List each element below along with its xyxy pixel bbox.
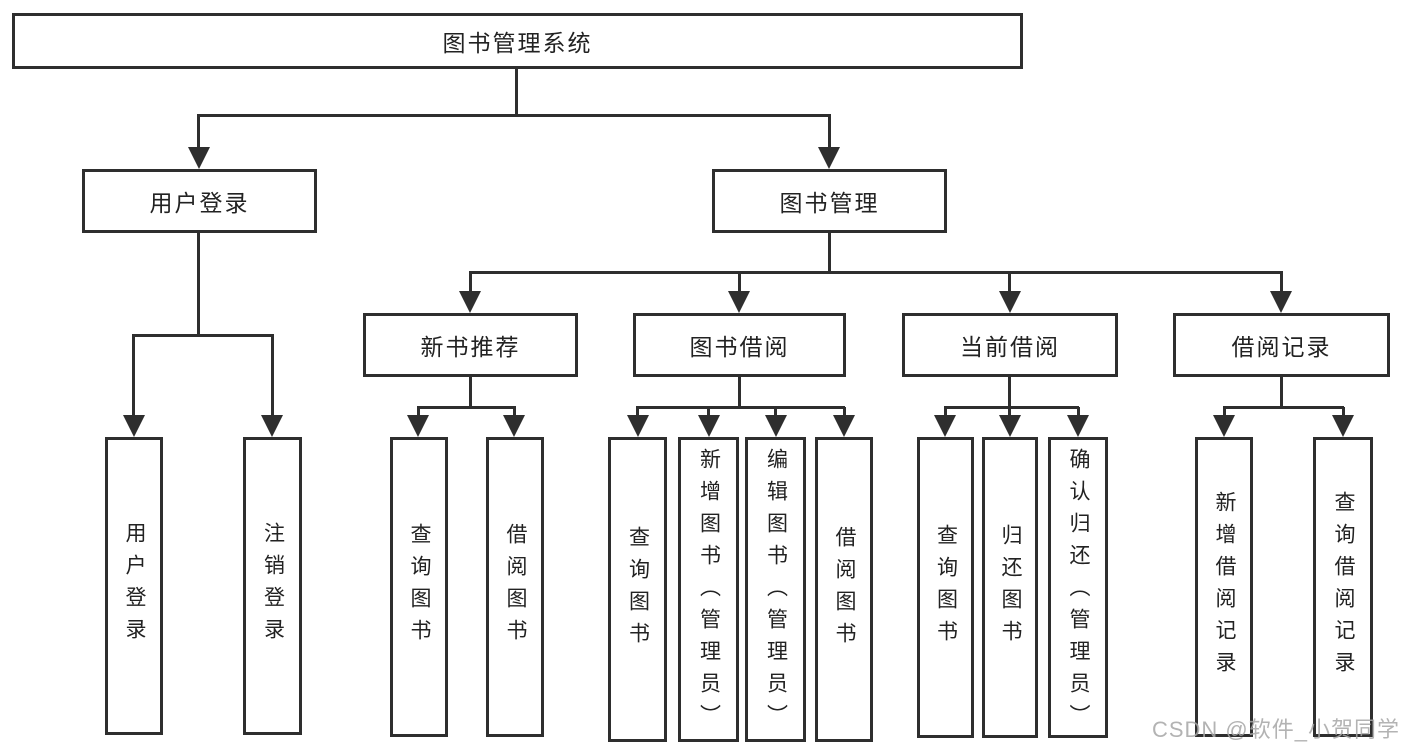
arrow-down-icon — [627, 415, 649, 437]
connector-group-branch — [636, 406, 845, 409]
arrow-down-icon — [123, 415, 145, 437]
connector-arrow-stem — [1008, 272, 1011, 293]
connector-arrow-stem — [1280, 272, 1283, 293]
arrow-down-icon — [261, 415, 283, 437]
connector-group-stem — [738, 377, 741, 407]
arrow-down-icon — [1213, 415, 1235, 437]
node-label: 确认归还（管理员） — [1067, 448, 1090, 736]
node-label: 查询图书 — [626, 525, 650, 654]
connector-arrow-stem — [843, 407, 846, 418]
arrow-down-icon — [459, 291, 481, 313]
arrow-down-icon — [1067, 415, 1089, 437]
node-label: 查询图书 — [934, 523, 958, 652]
node-user-login: 用户登录 — [82, 169, 317, 233]
connector-group-branch — [417, 406, 516, 409]
node-label: 新增图书（管理员） — [697, 448, 721, 736]
connector-arrow-stem — [738, 272, 741, 293]
connector-level2-branch — [197, 114, 831, 117]
node-leaf-return-books: 归还图书 — [982, 437, 1038, 738]
connector-arrow-stem — [774, 407, 777, 418]
arrow-down-icon — [833, 415, 855, 437]
node-label: 图书管理 — [779, 190, 880, 216]
arrow-down-icon — [999, 291, 1021, 313]
node-leaf-add-borrow-record: 新增借阅记录 — [1195, 437, 1253, 737]
node-leaf-borrow-books: 借阅图书 — [815, 437, 873, 742]
node-label: 图书借阅 — [689, 334, 790, 360]
connector-arrow-stem — [132, 335, 135, 417]
node-label: 归还图书 — [999, 523, 1022, 652]
connector-arrow-stem — [828, 115, 831, 149]
connector-arrow-stem — [469, 272, 472, 293]
node-book-management: 图书管理 — [712, 169, 947, 233]
node-book-borrowing: 图书借阅 — [633, 313, 846, 377]
node-label: 注销登录 — [261, 522, 285, 650]
connector-arrow-stem — [1008, 407, 1011, 418]
node-label: 查询借阅记录 — [1332, 491, 1355, 683]
connector-arrow-stem — [707, 407, 710, 418]
arrow-down-icon — [1332, 415, 1354, 437]
node-label: 借阅记录 — [1231, 334, 1332, 360]
arrow-down-icon — [407, 415, 429, 437]
arrow-down-icon — [818, 147, 840, 169]
node-label: 借阅图书 — [833, 525, 856, 654]
connector-arrow-stem — [197, 115, 200, 149]
connector-arrow-stem — [636, 407, 639, 418]
connector-arrow-stem — [1342, 407, 1345, 418]
node-leaf-logout: 注销登录 — [243, 437, 302, 735]
arrow-down-icon — [765, 415, 787, 437]
connector-root-stem — [515, 69, 518, 117]
node-leaf-user-login: 用户登录 — [105, 437, 163, 735]
connector-user-login-stem — [197, 233, 200, 336]
connector-level3-branch — [469, 271, 1283, 274]
arrow-down-icon — [1270, 291, 1292, 313]
arrow-down-icon — [728, 291, 750, 313]
node-leaf-query-books-current: 查询图书 — [917, 437, 974, 738]
node-label: 编辑图书（管理员） — [764, 448, 788, 736]
arrow-down-icon — [503, 415, 525, 437]
arrow-down-icon — [934, 415, 956, 437]
connector-user-login-branch — [132, 334, 274, 337]
node-label: 借阅图书 — [504, 523, 527, 651]
node-borrowing-records: 借阅记录 — [1173, 313, 1390, 377]
node-leaf-borrow-books-recommend: 借阅图书 — [486, 437, 544, 737]
connector-arrow-stem — [1223, 407, 1226, 418]
node-leaf-confirm-return-admin: 确认归还（管理员） — [1048, 437, 1108, 738]
connector-group-branch — [944, 406, 1079, 409]
node-label: 查询图书 — [408, 523, 431, 651]
node-new-book-recommendation: 新书推荐 — [363, 313, 578, 377]
connector-arrow-stem — [513, 407, 516, 418]
arrow-down-icon — [188, 147, 210, 169]
node-leaf-query-books-borrow: 查询图书 — [608, 437, 667, 742]
node-label: 新书推荐 — [420, 334, 521, 360]
node-label: 用户登录 — [123, 522, 146, 650]
connector-arrow-stem — [271, 335, 274, 417]
connector-arrow-stem — [417, 407, 420, 418]
node-leaf-query-borrow-record: 查询借阅记录 — [1313, 437, 1373, 737]
node-leaf-add-books-admin: 新增图书（管理员） — [678, 437, 739, 742]
connector-group-branch — [1223, 406, 1344, 409]
connector-group-stem — [469, 377, 472, 407]
node-library-system: 图书管理系统 — [12, 13, 1023, 69]
watermark: CSDN @软件_小贺同学 — [1151, 717, 1400, 742]
node-leaf-edit-books-admin: 编辑图书（管理员） — [745, 437, 806, 742]
node-label: 新增借阅记录 — [1213, 491, 1236, 683]
connector-group-stem — [1008, 377, 1011, 407]
node-label: 图书管理系统 — [442, 30, 593, 56]
node-label: 用户登录 — [149, 190, 250, 216]
connector-arrow-stem — [1077, 407, 1080, 418]
node-label: 当前借阅 — [960, 334, 1060, 360]
arrow-down-icon — [698, 415, 720, 437]
node-leaf-query-books-recommend: 查询图书 — [390, 437, 448, 737]
arrow-down-icon — [999, 415, 1021, 437]
node-current-borrowing: 当前借阅 — [902, 313, 1118, 377]
connector-group-stem — [1280, 377, 1283, 407]
connector-book-management-stem — [828, 233, 831, 273]
connector-arrow-stem — [944, 407, 947, 418]
